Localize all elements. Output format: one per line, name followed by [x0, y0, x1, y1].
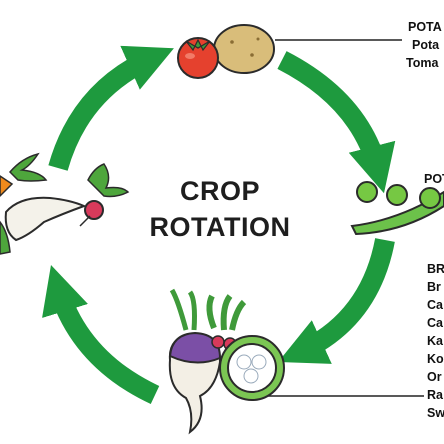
group-bottom-right-item-8: Sw — [427, 406, 444, 420]
group-bottom-right-item-5: Ko — [427, 352, 444, 366]
cauliflower-icon — [219, 335, 285, 401]
group-bottom-right-item-4: Ka — [427, 334, 443, 348]
pea-pod-icon — [350, 181, 444, 236]
group-bottom-right-item-3: Ca — [427, 316, 443, 330]
group-top-right-item-2: Toma — [406, 56, 439, 70]
group-bottom-right-item-6: Or — [427, 370, 442, 384]
group-bottom-right-header: BR — [427, 262, 444, 276]
cycle-arrows — [42, 45, 396, 405]
arrow-top-left — [48, 45, 174, 171]
tomato-icon — [177, 37, 219, 79]
arrow-bottom-left — [42, 265, 160, 405]
group-mid-right-header: POTA — [424, 172, 444, 186]
group-top-right-item-1: Pota — [412, 38, 440, 52]
arrow-top-right — [277, 51, 396, 194]
diagram-title-line2: ROTATION — [149, 212, 291, 242]
potato-icon — [213, 24, 275, 74]
arrow-bottom-right — [278, 238, 395, 364]
group-bottom-right-item-2: Ca — [427, 298, 443, 312]
group-top-right-header: POTA — [408, 20, 442, 34]
group-bottom-right-item-7: Ra — [427, 388, 443, 402]
carrot-icon — [0, 152, 48, 198]
small-radish-icon — [79, 163, 130, 227]
diagram-title-line1: CROP — [179, 176, 260, 206]
turnip-icon — [168, 288, 222, 435]
group-bottom-right-item-1: Br — [427, 280, 441, 294]
parsnip-icon — [0, 196, 87, 255]
